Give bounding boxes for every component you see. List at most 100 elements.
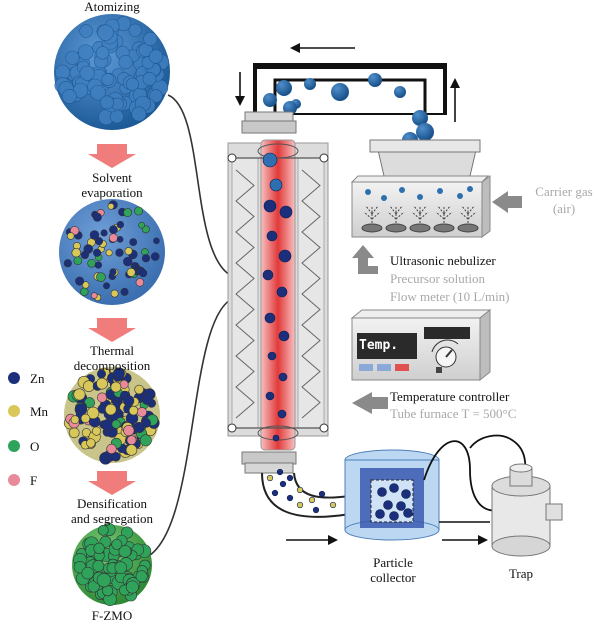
f-zmo-grain	[93, 542, 105, 554]
tube-particle	[267, 351, 277, 361]
pipe-particle	[308, 496, 316, 504]
mist-droplet	[467, 186, 473, 192]
evaporated-atom	[93, 248, 102, 257]
connector-line-top	[167, 94, 231, 276]
loop-droplet	[276, 80, 292, 96]
droplet-bump	[148, 49, 164, 64]
decomposed-particle	[63, 367, 160, 465]
pipe-particle	[296, 486, 304, 494]
evaporated-atom	[87, 258, 97, 268]
nebulizer-device	[350, 139, 491, 238]
precursor-label: Precursor solution	[390, 271, 485, 286]
densification-label-2: and segregation	[71, 511, 153, 526]
decomposed-atom	[105, 403, 117, 416]
evaporated-atom	[92, 212, 102, 222]
carrier-gas-label-1: Carrier gas	[535, 184, 593, 199]
droplet-bump	[131, 106, 147, 122]
temperature-controller-label: Temperature controller	[390, 389, 510, 404]
transducer	[385, 223, 407, 233]
particle-collector-device	[344, 449, 440, 541]
droplet-bump	[128, 23, 142, 37]
droplet-bump	[142, 72, 157, 86]
decomposed-atom	[96, 369, 107, 379]
ultrasonic-spray	[387, 205, 405, 223]
tube-furnace-label: Tube furnace T = 500°C	[390, 406, 517, 421]
flow-arrow-bottom-1	[286, 535, 338, 545]
trap-device	[491, 463, 563, 557]
collector-label-1: Particle	[373, 555, 413, 570]
transducer	[457, 223, 479, 233]
collected-particle	[389, 511, 399, 521]
tube-particle	[264, 312, 276, 324]
flow-arrow-up	[450, 78, 460, 122]
collector-label-2: collector	[370, 570, 416, 585]
evaporated-atom	[120, 287, 129, 296]
f-zmo-particle	[72, 522, 152, 606]
decomposed-atom	[126, 435, 137, 445]
legend-label-f: F	[30, 473, 38, 488]
pipe-particle	[279, 480, 287, 488]
loop-droplet	[394, 86, 406, 98]
pipe-particle	[286, 474, 294, 482]
evaporated-atom	[80, 287, 89, 296]
evaporated-atom	[138, 221, 145, 229]
evaporated-atom	[108, 233, 118, 243]
decomposed-atom	[134, 384, 144, 395]
evaporated-atom	[153, 237, 160, 245]
solvent-label-1: Solvent	[92, 170, 132, 185]
evaporated-atom	[123, 256, 133, 267]
pipe-particle	[312, 506, 320, 514]
evaporated-atom	[103, 282, 110, 290]
evaporated-atom	[115, 248, 124, 257]
mist-droplet	[365, 189, 371, 195]
tube-particle	[269, 178, 283, 192]
evaporated-atom	[71, 248, 81, 258]
evaporated-atom	[134, 206, 144, 216]
droplet-bump	[95, 46, 110, 60]
decomposed-atom	[128, 405, 139, 416]
flow-arrow-left	[290, 43, 355, 53]
collected-particle	[383, 500, 393, 510]
mist-droplet	[437, 188, 443, 194]
droplet-bump	[125, 77, 140, 91]
mn-dot-icon	[8, 405, 20, 417]
f-zmo-grain	[114, 561, 128, 574]
decomposed-atom	[111, 452, 121, 462]
mist-droplet	[381, 195, 387, 201]
atomizing-label: Atomizing	[84, 0, 140, 14]
densification-label-1: Densification	[76, 496, 148, 511]
tube-particle	[278, 330, 290, 342]
decomposed-atom	[125, 444, 138, 456]
decomposed-atom	[139, 434, 152, 447]
evaporated-atom	[109, 225, 118, 235]
evaporated-atom	[95, 237, 104, 246]
evaporated-atom	[96, 272, 106, 282]
decomposed-atom	[113, 367, 125, 380]
droplet-bump	[61, 89, 77, 104]
loop-droplet	[416, 123, 434, 141]
nebulizer-label: Ultrasonic nebulizer	[390, 253, 496, 268]
tube-particle	[262, 269, 274, 281]
decomposed-atom	[111, 419, 121, 429]
flow-arrow-down	[235, 72, 245, 106]
decomposed-atom	[110, 381, 122, 393]
pipe-particle	[318, 490, 326, 498]
droplet-bump	[101, 73, 115, 86]
thermal-label-2: decomposition	[73, 358, 151, 373]
decomposed-atom	[86, 406, 100, 420]
stage-arrow-3	[88, 471, 136, 495]
stage-arrow-2	[88, 318, 136, 342]
evaporated-atom	[82, 281, 90, 289]
droplet-bump	[100, 95, 114, 110]
pipe-particle	[266, 474, 274, 482]
droplet-bump	[118, 55, 133, 70]
decomposed-atom	[73, 388, 86, 401]
f-dot-icon	[8, 474, 20, 486]
evaporated-atom	[107, 203, 115, 210]
evaporated-atom	[150, 252, 160, 261]
temperature-arrow	[352, 392, 388, 414]
mist-droplet	[457, 193, 463, 199]
ultrasonic-spray	[435, 205, 453, 223]
mist-droplet	[399, 187, 405, 193]
